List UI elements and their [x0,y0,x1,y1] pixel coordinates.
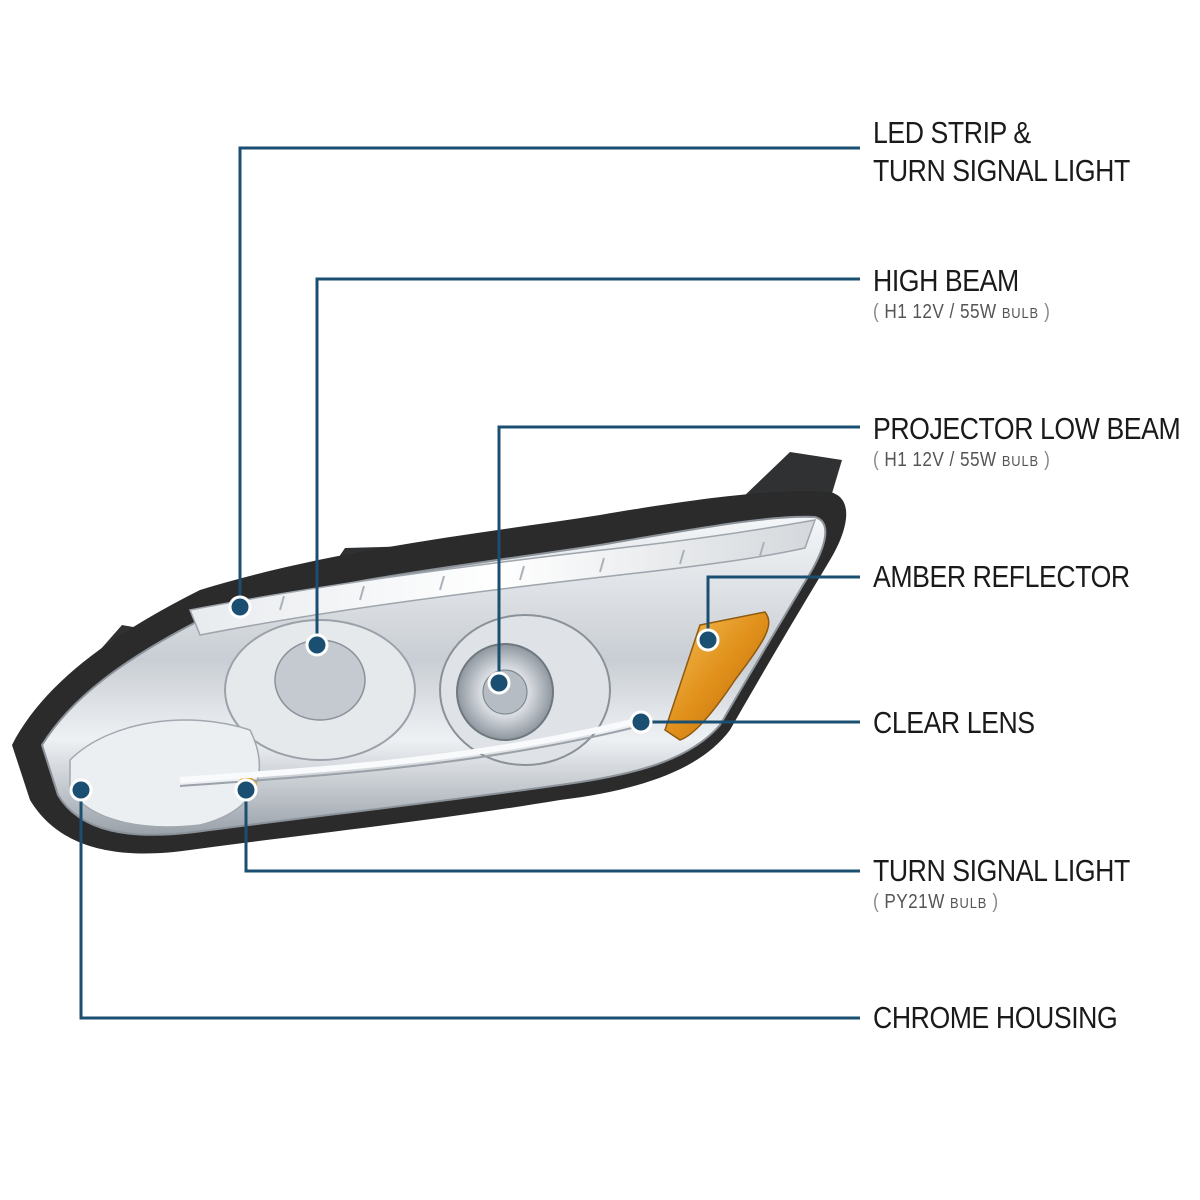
label-spec: ( H1 12V / 55W BULB ) [873,301,1051,323]
leader-turn-signal [244,790,860,873]
bulb-spec: H1 12V / 55W [884,449,997,471]
dot-chrome-housing[interactable] [69,778,93,802]
label-chrome-housing: CHROME HOUSING [873,999,1157,1037]
dot-amber-reflector[interactable] [696,628,720,652]
label-amber-reflector: AMBER REFLECTOR [873,558,1172,596]
dot-turn-signal[interactable] [234,778,258,802]
leader-led-strip [238,146,860,606]
bulb-suffix: BULB [950,895,988,912]
leader-high-beam [315,277,860,645]
leader-chrome-housing [79,790,860,1020]
label-high-beam: HIGH BEAM ( H1 12V / 55W BULB ) [873,262,1079,326]
leader-amber-reflector [706,575,860,640]
label-projector-low-beam: PROJECTOR LOW BEAM ( H1 12V / 55W BULB ) [873,410,1200,474]
headlight-image [12,452,847,854]
callout-dots [69,595,720,802]
rear-bracket [740,452,842,500]
bulb-spec: PY21W [884,891,945,913]
label-spec: ( PY21W BULB ) [873,891,999,913]
label-clear-lens: CLEAR LENS [873,704,1061,742]
leader-lines [79,146,860,1020]
label-title: PROJECTOR LOW BEAM [873,411,1181,446]
label-title: CHROME HOUSING [873,1000,1118,1035]
label-title: LED STRIP & [873,115,1031,150]
label-title: TURN SIGNAL LIGHT [873,153,1130,188]
bulb-suffix: BULB [1001,305,1039,322]
bulb-spec: H1 12V / 55W [884,301,997,323]
dot-clear-lens[interactable] [629,710,653,734]
label-title: CLEAR LENS [873,705,1035,740]
bulb-suffix: BULB [1001,453,1039,470]
leader-projector-low-beam [497,425,860,682]
amber-reflector-shape [664,611,770,741]
label-title: TURN SIGNAL LIGHT [873,853,1130,888]
label-spec: ( H1 12V / 55W BULB ) [873,449,1051,471]
label-title: HIGH BEAM [873,263,1019,298]
led-strip-shape [188,519,817,636]
label-turn-signal-light: TURN SIGNAL LIGHT ( PY21W BULB ) [873,852,1172,916]
dot-high-beam[interactable] [305,633,329,657]
label-led-strip: LED STRIP & TURN SIGNAL LIGHT [873,114,1172,190]
dot-projector-low-beam[interactable] [487,671,511,695]
label-title: AMBER REFLECTOR [873,559,1130,594]
dot-led-strip[interactable] [228,595,252,619]
